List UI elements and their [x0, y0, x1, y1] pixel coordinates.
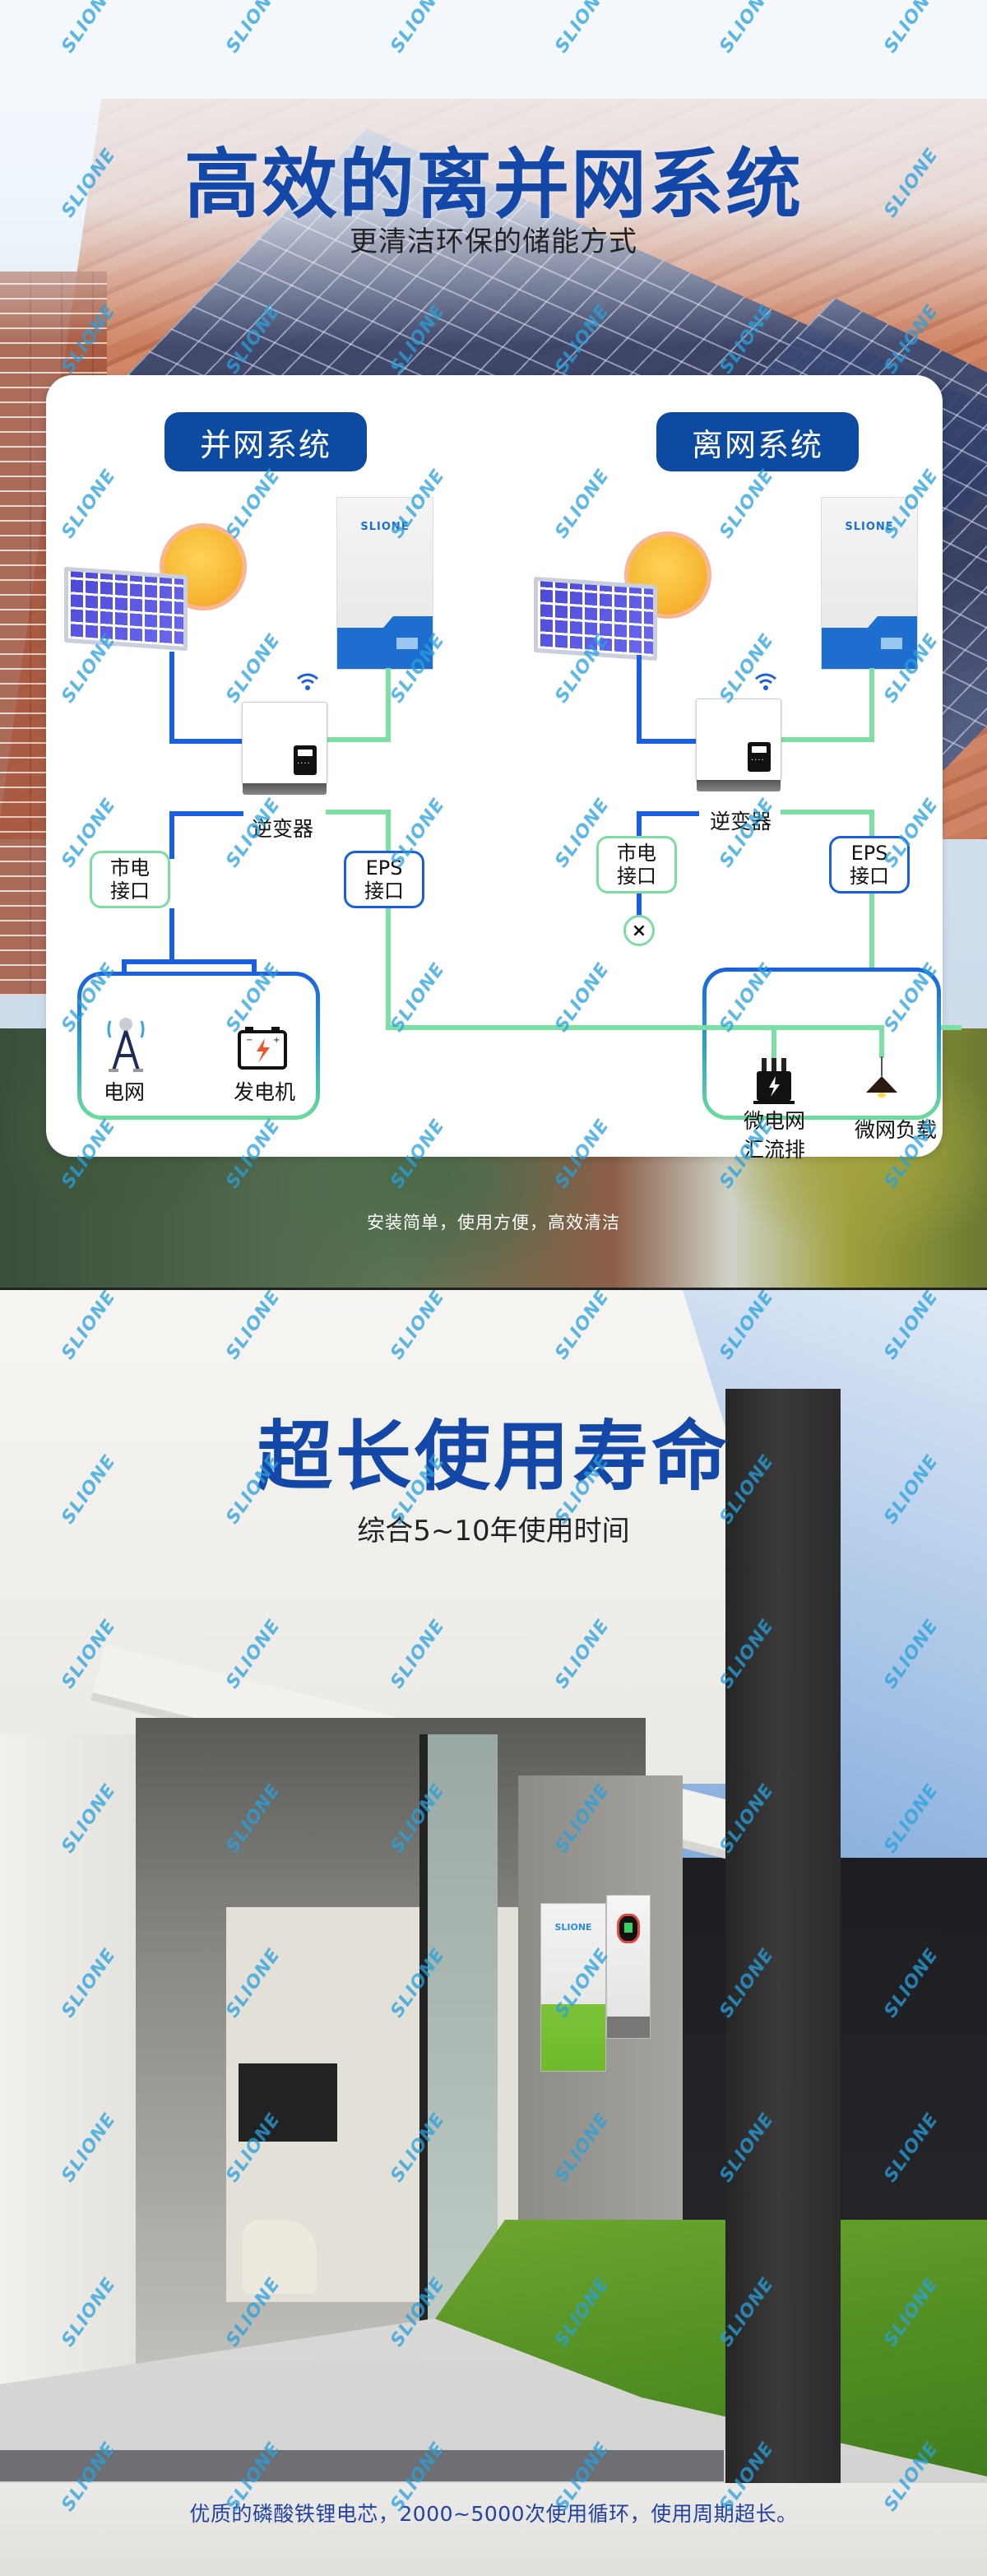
battery-unit: SLIONE [821, 497, 918, 670]
line-inverter-to-eps-v [869, 810, 874, 847]
section2-title: 超长使用寿命 [256, 1413, 730, 1501]
line-solar-to-inverter-h [169, 739, 243, 744]
battery-logo: SLIONE [845, 521, 894, 533]
section-hybrid-system: 高效的离并网系统 更清洁环保的储能方式 并网系统 离网系统 SLIONE [0, 0, 987, 1288]
interior-armchair [243, 2220, 317, 2294]
lamp-load-icon [866, 1056, 897, 1098]
line-sources-split [122, 959, 255, 964]
battery-screen [881, 638, 902, 649]
inverter-label: 逆变器 [252, 817, 314, 841]
inverter-base [243, 783, 327, 795]
grid-label: 电网 [104, 1080, 146, 1104]
product-inverter-unit [606, 1895, 651, 2039]
busbar-transformer-icon [753, 1058, 795, 1104]
eps-port-line2: 接口 [850, 865, 889, 888]
line-battery-to-inverter-h [781, 737, 874, 742]
background-shadow [0, 2450, 724, 2481]
section2-subtitle: 综合5~10年使用时间 [357, 1515, 630, 1548]
generator-label: 发电机 [234, 1080, 296, 1104]
mains-port: 市电 接口 [90, 851, 170, 908]
line-battery-to-inverter [869, 668, 874, 742]
solar-panel-icon [534, 576, 657, 661]
line-inverter-to-mains [169, 811, 243, 816]
line-inverter-to-mains [637, 811, 699, 816]
battery-panel [822, 628, 917, 669]
inverter-label: 逆变器 [710, 810, 772, 833]
section1-subtitle: 更清洁环保的储能方式 [350, 225, 637, 258]
battery-panel [337, 628, 433, 669]
line-battery-to-inverter-h [326, 737, 391, 742]
inverter [696, 699, 781, 791]
section1-title: 高效的离并网系统 [183, 141, 803, 229]
line-mains-disconnected [637, 893, 642, 918]
mains-port-line1: 市电 [110, 856, 150, 880]
interior-tv [239, 2063, 337, 2142]
eps-port-line1: EPS [850, 842, 888, 865]
line-solar-to-inverter-h [637, 739, 699, 744]
battery-logo: SLIONE [360, 521, 410, 533]
system-diagram-card: 并网系统 离网系统 SLIONE [46, 375, 962, 1162]
battery-unit: SLIONE [336, 497, 433, 670]
background-dark-column [725, 1389, 841, 2491]
off-grid-diagram: SLIONE 逆变器 市电 接口 [494, 375, 943, 1162]
line-inverter-to-mains-v [637, 811, 642, 847]
generator-battery-icon: − + [238, 1027, 287, 1070]
wifi-icon [297, 673, 318, 690]
line-inverter-to-eps [326, 810, 391, 815]
eps-port: EPS 接口 [829, 836, 910, 893]
line-inverter-to-mains-v [169, 811, 174, 859]
grid-tied-diagram: SLIONE 逆变器 市电 [46, 375, 962, 1157]
busbar-label-line2: 汇流排 [744, 1138, 806, 1162]
section1-tagline: 安装简单，使用方便，高效清洁 [367, 1213, 620, 1232]
line-microgrid-bus [494, 1025, 884, 1030]
microgrid-group-box [702, 968, 941, 1120]
busbar-label-line2-wrap: 汇流排 [744, 1134, 805, 1163]
section-long-lifespan: SLIONE 超长使用寿命 综合5~10年使用时间 优质的磷酸铁锂电芯，2000… [0, 1288, 987, 2576]
eps-port: EPS 接口 [344, 851, 424, 908]
background-fog [0, 0, 987, 346]
caption-strip [0, 2483, 987, 2576]
product-logo: SLIONE [554, 1922, 592, 1933]
line-to-load [879, 1025, 884, 1058]
line-inverter-to-eps-v [386, 810, 391, 861]
line-eps-down [386, 908, 391, 1030]
svg-text:+: + [273, 1036, 280, 1045]
inverter-display [748, 742, 771, 772]
inverter [242, 702, 327, 795]
product-battery-wall-unit: SLIONE [540, 1903, 606, 2072]
inverter-display-icon [617, 1914, 640, 1943]
wifi-icon [755, 673, 776, 690]
line-inverter-to-eps [781, 810, 874, 815]
line-eps-down [869, 893, 874, 1029]
transmission-tower-icon [107, 1018, 145, 1072]
disconnected-x-icon: × [623, 915, 655, 946]
solar-panel-icon [64, 566, 188, 652]
busbar-label: 微电网 [744, 1109, 805, 1134]
svg-text:−: − [246, 1036, 253, 1045]
line-mains-to-sources [169, 908, 174, 963]
battery-screen [396, 638, 418, 649]
off-grid-header: 离网系统 [656, 412, 859, 471]
line-solar-to-inverter [637, 655, 642, 744]
grid-tied-header: 并网系统 [164, 412, 367, 471]
busbar-label-line1: 微电网 [744, 1109, 806, 1133]
mains-port-line2: 接口 [110, 880, 150, 903]
load-label: 微网负载 [855, 1118, 938, 1142]
mains-port: 市电 接口 [596, 836, 677, 893]
line-battery-to-inverter [386, 668, 391, 742]
mains-port-line1: 市电 [617, 842, 656, 865]
eps-port-line1: EPS [365, 856, 403, 880]
inverter-base [697, 780, 781, 791]
line-solar-to-inverter [169, 652, 174, 744]
section2-caption: 优质的磷酸铁锂电芯，2000~5000次使用循环，使用周期超长。 [189, 2502, 798, 2526]
mains-port-line2: 接口 [617, 865, 656, 888]
inverter-display [294, 745, 317, 775]
eps-port-line2: 接口 [364, 880, 404, 903]
line-to-busbar [772, 1025, 776, 1060]
